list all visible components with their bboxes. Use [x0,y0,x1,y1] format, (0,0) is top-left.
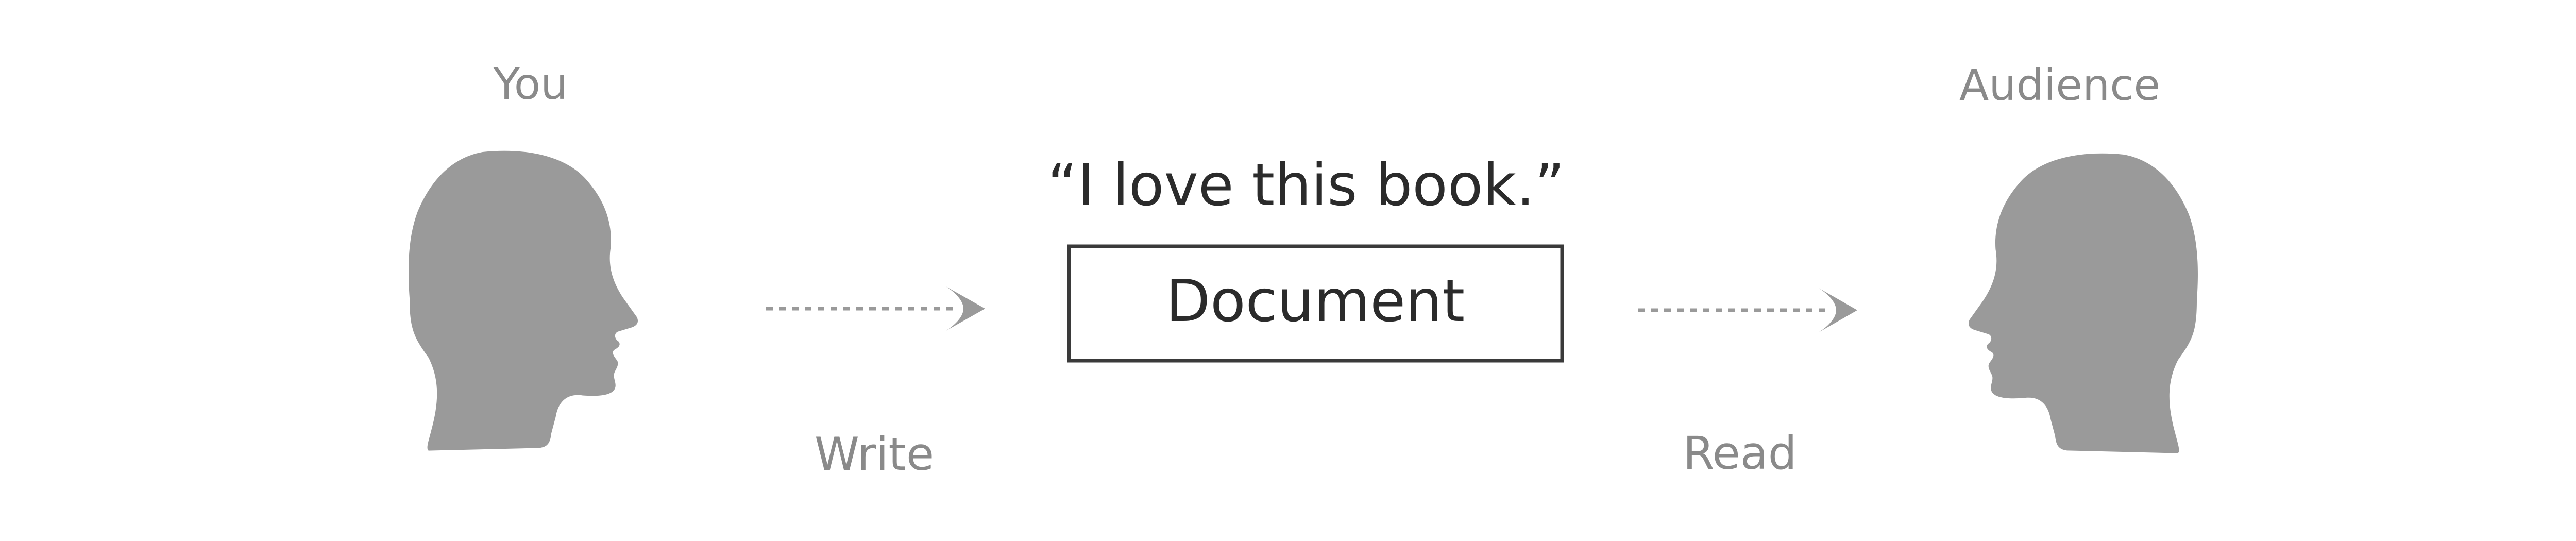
write-arrow [766,286,985,331]
read-arrowhead-icon [1819,288,1857,332]
write-label: Write [815,428,934,481]
read-label: Read [1683,427,1797,480]
quote-text: “I love this book.” [1047,152,1565,219]
document-label: Document [1166,268,1465,335]
audience-head-icon [1968,153,2198,453]
you-head-icon [409,150,638,451]
audience-label: Audience [1959,60,2160,110]
document-box: Document [1067,244,1564,363]
read-arrow [1638,288,1857,332]
write-arrowhead-icon [946,286,985,331]
you-label: You [493,59,568,109]
